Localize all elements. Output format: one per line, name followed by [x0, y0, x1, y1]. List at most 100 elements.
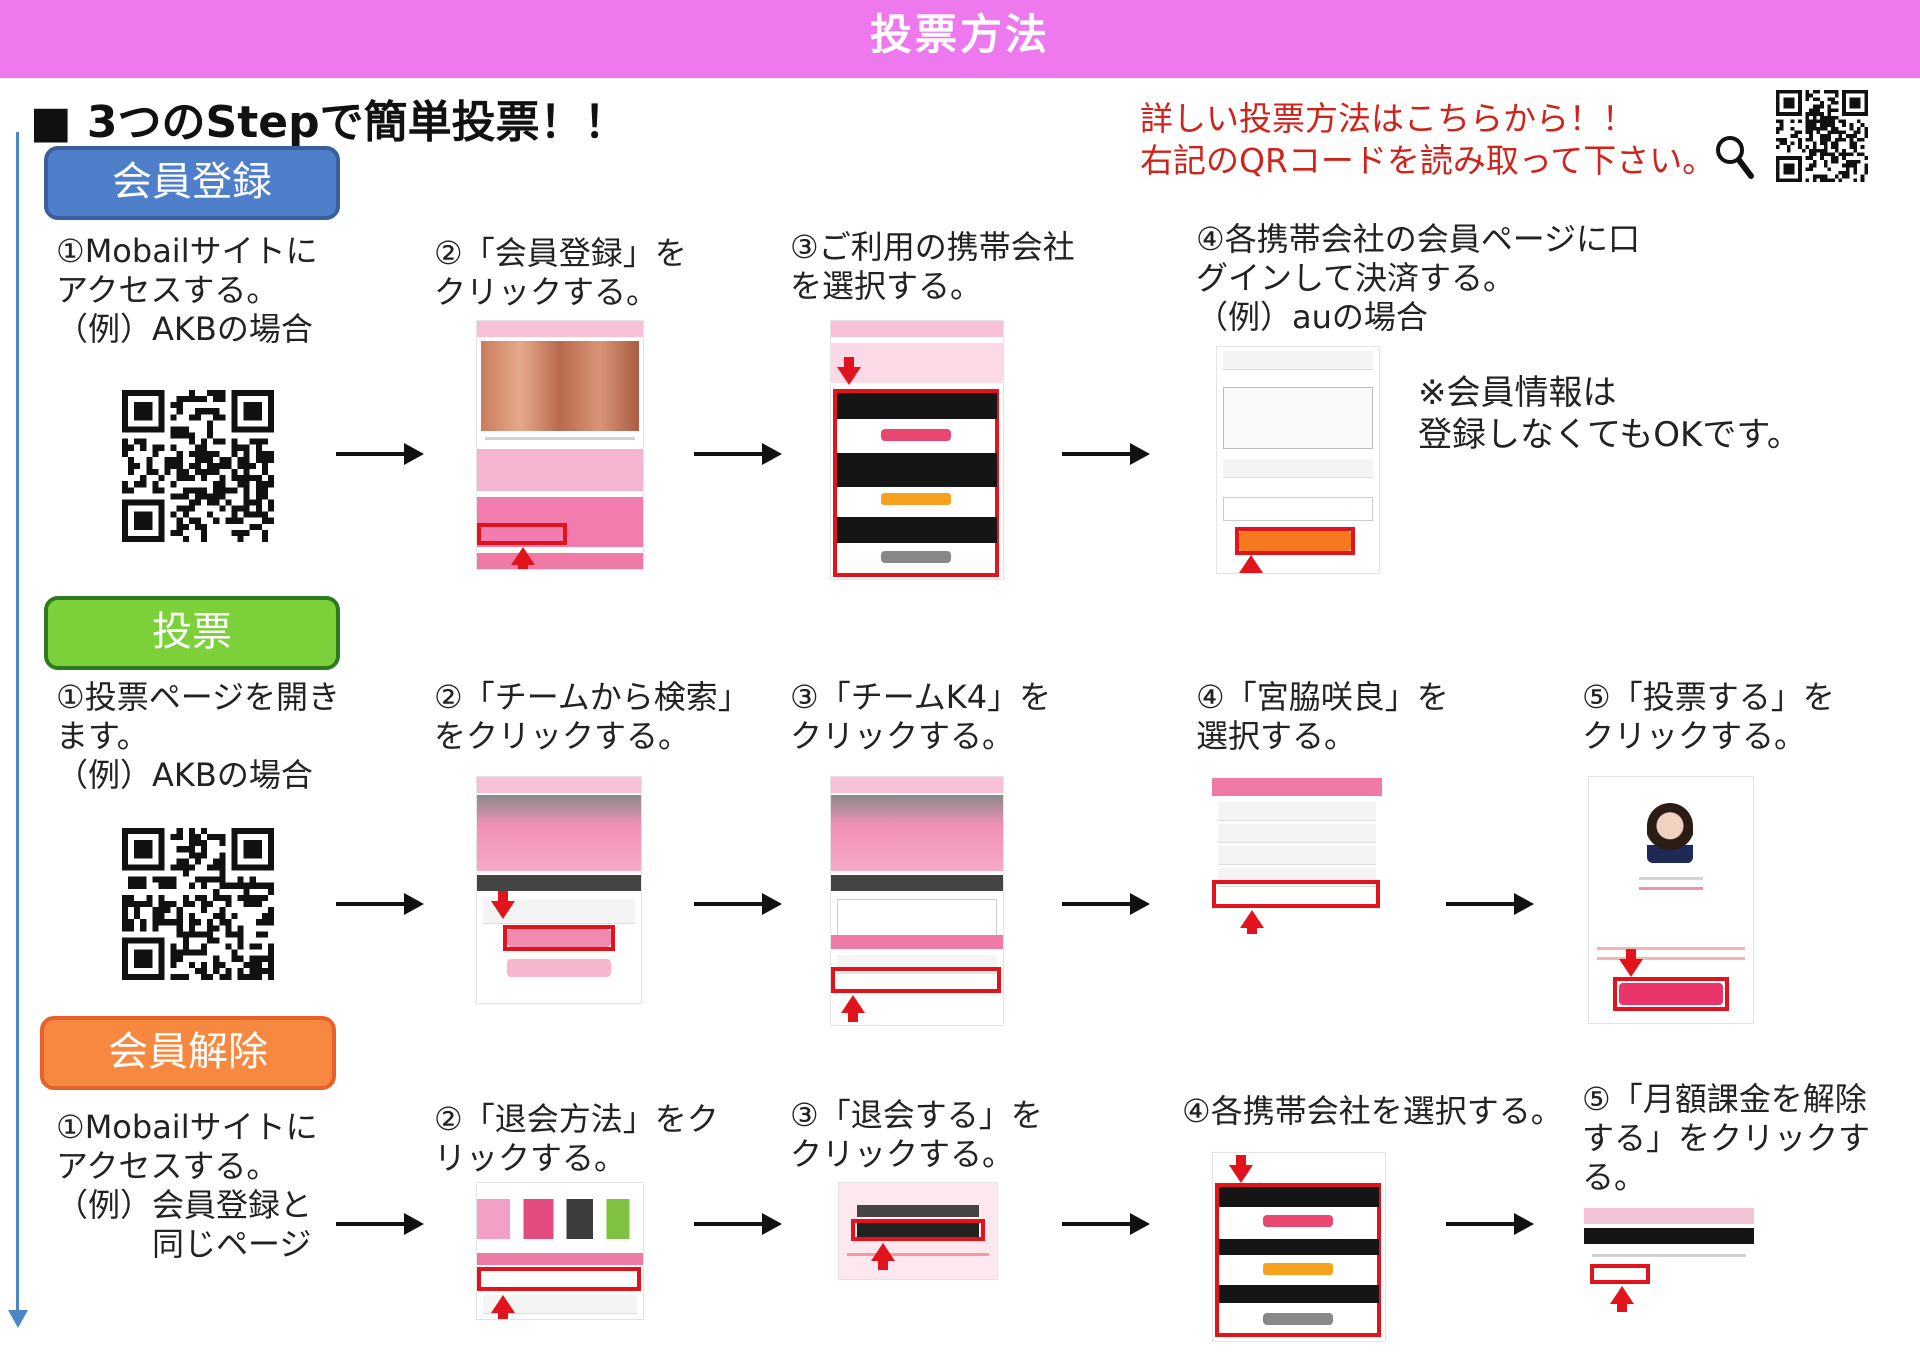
red-arrow-icon	[871, 1243, 895, 1270]
carrier-softbank-button	[1263, 1313, 1333, 1325]
notice-text	[847, 1253, 989, 1256]
qr-instruction-line-2: 右記のQRコードを読み取って下さい。	[1140, 141, 1716, 180]
notice-text	[1597, 957, 1745, 960]
notice-text	[1592, 1254, 1746, 1257]
screenshot-cancel-carrier	[1212, 1152, 1386, 1342]
cancel-step-4: ④各携帯会社を選択する。	[1182, 1092, 1563, 1130]
banner-image	[477, 497, 643, 547]
right-arrow-icon	[336, 1213, 424, 1235]
qr-code-icon[interactable]	[122, 390, 274, 542]
highlight-frame	[851, 1219, 985, 1241]
name-search-button	[507, 959, 611, 977]
phone-header	[831, 777, 1003, 793]
carrier-docomo-header	[1219, 1187, 1379, 1207]
red-arrow-icon	[841, 995, 865, 1022]
right-arrow-icon	[1062, 1213, 1150, 1235]
right-arrow-icon	[1446, 1213, 1534, 1235]
carrier-softbank-header	[1219, 1285, 1379, 1303]
qr-code-icon[interactable]	[1776, 90, 1868, 182]
vote-step-3: ③「チームK4」を クリックする。	[790, 678, 1052, 755]
red-arrow-icon	[511, 547, 535, 569]
vote-step-2: ②「チームから検索」 をクリックする。	[434, 678, 750, 755]
right-arrow-icon	[694, 443, 782, 465]
qr-code-icon[interactable]	[122, 828, 274, 980]
headline: ■ 3つのStepで簡単投票！！	[30, 97, 628, 148]
title-bar	[1584, 1228, 1754, 1244]
right-arrow-icon	[694, 1213, 782, 1235]
phone-header	[1584, 1208, 1754, 1224]
title-bar	[477, 875, 641, 891]
phone-header	[477, 777, 641, 793]
registration-step-3: ③ご利用の携帯会社 を選択する。	[790, 228, 1075, 305]
registration-step-4: ④各携帯会社の会員ページに口 グインして決済する。 （例）auの場合	[1196, 220, 1641, 336]
red-arrow-icon	[837, 357, 861, 385]
divider	[485, 437, 635, 440]
menu-icons	[477, 1199, 643, 1239]
highlight-frame	[503, 925, 615, 951]
section-vote-label: 投票	[44, 596, 340, 670]
section-cancel-label: 会員解除	[40, 1016, 336, 1090]
price-box	[1223, 387, 1373, 449]
banner-image	[477, 449, 643, 491]
carrier-au-button	[881, 493, 951, 505]
screenshot-mobile-top	[476, 320, 644, 570]
member-row	[1218, 802, 1376, 821]
screenshot-member-list	[1212, 776, 1382, 934]
screenshot-cancel-confirm	[1584, 1208, 1754, 1312]
right-arrow-icon	[336, 893, 424, 915]
highlight-frame	[1235, 527, 1355, 555]
cancel-step-2: ②「退会方法」をク リックする。	[434, 1100, 719, 1177]
team-search-button	[507, 929, 611, 947]
red-arrow-icon	[1619, 949, 1643, 977]
group-header	[831, 935, 1003, 949]
right-arrow-icon	[1062, 893, 1150, 915]
red-arrow-icon	[491, 891, 515, 919]
highlight-frame	[833, 389, 999, 577]
red-arrow-icon	[1240, 910, 1264, 934]
status-bar	[483, 1185, 637, 1195]
phone-header	[831, 321, 1003, 337]
header-row	[1223, 351, 1373, 370]
registration-step-2: ②「会員登録」を クリックする。	[434, 234, 687, 311]
highlight-frame	[1212, 880, 1380, 908]
qr-instruction-line-1: 詳しい投票方法はこちらから！！	[1140, 99, 1635, 138]
registration-note: ※会員情報は 登録しなくてもOKです。	[1418, 373, 1801, 455]
screenshot-carrier-select	[830, 320, 1004, 580]
member-row	[1218, 846, 1376, 865]
carrier-au-header	[1219, 1239, 1379, 1255]
highlight-frame	[1215, 1183, 1381, 1337]
carrier-au-button	[1263, 1263, 1333, 1275]
screenshot-team-list	[830, 776, 1004, 1026]
phone-header	[477, 321, 643, 337]
highlight-frame	[1613, 977, 1729, 1011]
input-field	[1223, 497, 1373, 521]
right-arrow-icon	[1446, 893, 1534, 915]
red-arrow-icon	[1610, 1286, 1634, 1312]
register-button	[1239, 531, 1351, 551]
banner-image	[481, 341, 639, 431]
menu-row	[483, 1295, 637, 1314]
screenshot-withdraw	[838, 1182, 998, 1280]
menu-header	[477, 1253, 643, 1265]
highlight-frame	[831, 967, 1001, 993]
carrier-au-header	[837, 453, 997, 487]
member-info	[1639, 877, 1703, 880]
team-header	[1212, 778, 1382, 796]
title-bar	[831, 875, 1003, 891]
highlight-frame	[1590, 1264, 1650, 1284]
cancel-step-5: ⑤「月額課金を解除 する」をクリックす る。	[1582, 1080, 1871, 1196]
election-banner	[477, 795, 641, 871]
back-button	[857, 1205, 979, 1217]
highlight-frame	[477, 523, 567, 545]
magnifier-icon	[1716, 136, 1754, 179]
team-search-box	[837, 899, 997, 937]
screenshot-au-payment	[1216, 346, 1380, 574]
vote-button	[1619, 983, 1723, 1005]
red-arrow-icon	[1239, 555, 1263, 573]
detail-row	[1223, 459, 1373, 478]
phone-footer	[477, 553, 643, 569]
vote-step-4: ④「宮脇咲良」を 選択する。	[1196, 678, 1449, 755]
carrier-docomo-header	[837, 393, 997, 419]
cancel-step-3: ③「退会する」を クリックする。	[790, 1096, 1043, 1173]
confirm-header	[1589, 781, 1753, 795]
